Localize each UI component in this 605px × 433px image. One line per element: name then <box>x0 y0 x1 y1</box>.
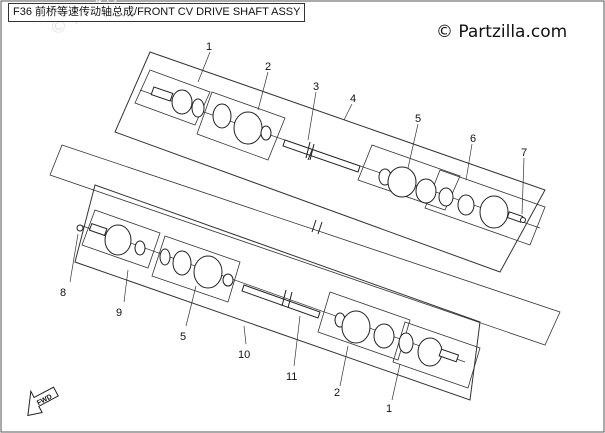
callout-7: 7 <box>521 147 527 159</box>
upper-group-2-outline <box>196 91 286 161</box>
upper-outer-cv-joint <box>150 86 205 118</box>
callout-9: 9 <box>116 307 122 319</box>
connector-line <box>49 144 561 346</box>
lower-group-5-outline <box>151 235 241 303</box>
break-marks <box>307 149 323 235</box>
callout-10: 10 <box>238 349 250 361</box>
lower-outer-cv-joint <box>398 332 460 367</box>
lower-shaft <box>241 284 321 319</box>
lower-group-2-outline <box>317 291 411 361</box>
leader-lines <box>69 51 525 401</box>
lower-outer-boot <box>334 310 395 349</box>
fwd-arrow-icon: FWD <box>27 386 59 417</box>
callout-6: 6 <box>470 133 476 145</box>
upper-outer-boot <box>212 103 272 145</box>
callout-2-lower: 2 <box>334 387 340 399</box>
diagram-title: F36 前桥等速传动轴总成/FRONT CV DRIVE SHAFT ASSY <box>8 3 306 22</box>
lower-inner-cv-joint <box>76 222 146 256</box>
upper-group-1-outline <box>134 69 211 126</box>
callout-8: 8 <box>60 287 66 299</box>
callout-3: 3 <box>313 81 319 93</box>
upper-group-5-outline <box>357 144 461 211</box>
lower-inner-boot <box>159 248 234 289</box>
lower-group-9-outline <box>81 209 161 269</box>
upper-inner-cv-joint <box>438 187 526 229</box>
callout-1-lower: 1 <box>386 403 392 415</box>
copyright-notice: © Partzilla.com <box>436 22 568 42</box>
callout-1-upper: 1 <box>206 41 212 53</box>
lower-assy-outline <box>74 184 481 401</box>
callout-4: 4 <box>350 93 356 105</box>
callout-5-upper: 5 <box>415 113 421 125</box>
callout-2-upper: 2 <box>265 61 271 73</box>
callout-11: 11 <box>286 371 297 383</box>
lower-group-1-outline <box>392 321 481 389</box>
upper-inner-boot <box>378 166 437 204</box>
upper-shaft <box>282 139 361 173</box>
callout-5-lower: 5 <box>180 331 186 343</box>
